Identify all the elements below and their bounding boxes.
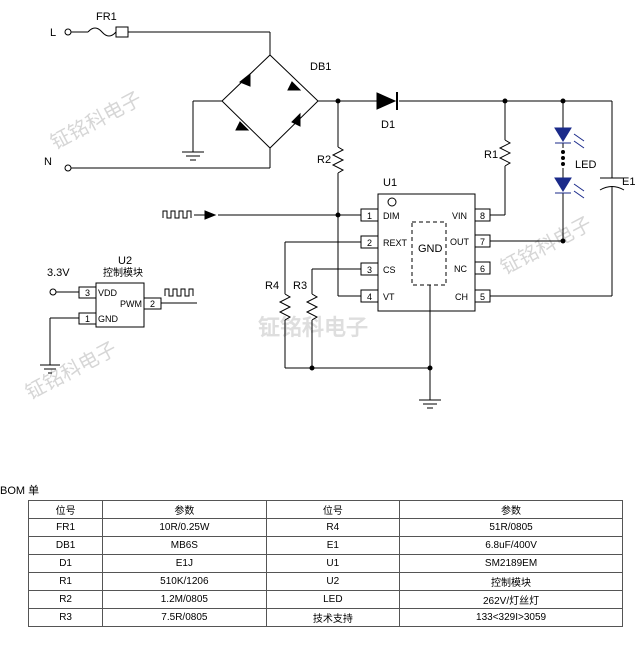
bom-title: BOM 单 xyxy=(0,485,40,497)
label-3v3: 3.3V xyxy=(47,267,70,279)
u2-pin1-num: 1 xyxy=(85,314,90,324)
bom-cell: MB6S xyxy=(102,536,267,555)
label-N: N xyxy=(44,156,52,168)
bom-cell: 10R/0.25W xyxy=(102,518,267,537)
bom-cell: FR1 xyxy=(27,518,104,537)
u1-pin-cs: CS xyxy=(383,265,396,275)
label-fr1: FR1 xyxy=(96,11,117,23)
u1-pin-dim: DIM xyxy=(383,211,400,221)
table-row: R3 7.5R/0805 技术支持 133<329I>3059 xyxy=(27,608,623,627)
led-1 xyxy=(554,127,572,142)
bom-cell: 262V/灯丝灯 xyxy=(399,590,623,609)
u1-pin-vin: VIN xyxy=(452,211,467,221)
led-2 xyxy=(554,177,572,192)
bom-cell: R3 xyxy=(27,608,104,627)
label-r3: R3 xyxy=(293,280,307,292)
watermark-3: 钲铭科电子 xyxy=(21,336,121,404)
table-row: R2 1.2M/0805 LED 262V/灯丝灯 xyxy=(27,590,623,609)
bom-cell: 133<329I>3059 xyxy=(399,608,623,627)
u2-pin-vdd: VDD xyxy=(98,288,118,298)
u2-pin-gnd: GND xyxy=(98,314,119,324)
bom-cell: R1 xyxy=(27,572,104,591)
fuse-fr1 xyxy=(87,27,117,37)
diode-d1 xyxy=(376,92,397,110)
bom-header-row: 位号 参数 位号 参数 xyxy=(27,500,623,519)
table-row: DB1 MB6S E1 6.8uF/400V xyxy=(27,536,623,555)
bom-cell: LED xyxy=(265,590,401,609)
bom-cell: D1 xyxy=(27,554,104,573)
bom-header-cell: 参数 xyxy=(102,500,267,519)
label-pwm: PWM xyxy=(120,299,142,309)
bom-cell: 6.8uF/400V xyxy=(399,536,623,555)
bom-cell: E1J xyxy=(102,554,267,573)
u2-pin3-num: 3 xyxy=(85,288,90,298)
bom-cell: 控制模块 xyxy=(399,572,623,591)
bom-cell: 技术支持 xyxy=(265,608,401,627)
watermark-1: 钲铭科电子 xyxy=(46,86,146,154)
bom-cell: U1 xyxy=(265,554,401,573)
label-r1: R1 xyxy=(484,149,498,161)
label-u1: U1 xyxy=(383,177,397,189)
bom-cell: R2 xyxy=(27,590,104,609)
u1-pin2-num: 2 xyxy=(367,238,372,248)
led-string xyxy=(554,127,585,199)
bom-cell: SM2189EM xyxy=(399,554,623,573)
bom-cell: 1.2M/0805 xyxy=(102,590,267,609)
u1-pin-out: OUT xyxy=(450,237,470,247)
table-row: FR1 10R/0.25W R4 51R/0805 xyxy=(27,518,623,537)
resistor-r1 xyxy=(498,139,512,167)
circuit-schematic: 钲铭科电子 钲铭科电子 钲铭科电子 钲铭科电子 xyxy=(21,11,635,409)
label-db1: DB1 xyxy=(310,61,331,73)
watermarks: 钲铭科电子 钲铭科电子 钲铭科电子 钲铭科电子 xyxy=(21,86,596,404)
resistor-r4 xyxy=(278,293,292,321)
label-u2-desc: 控制模块 xyxy=(103,266,143,279)
bom-header-cell: 位号 xyxy=(265,500,401,519)
bom-table: 位号 参数 位号 参数 FR1 10R/0.25W R4 51R/0805 DB… xyxy=(27,500,623,627)
u1-pin4-num: 4 xyxy=(367,292,372,302)
table-row: R1 510K/1206 U2 控制模块 xyxy=(27,572,623,591)
watermark-2: 钲铭科电子 xyxy=(496,211,596,279)
bom-cell: DB1 xyxy=(27,536,104,555)
bom-cell: 51R/0805 xyxy=(399,518,623,537)
label-L: L xyxy=(50,27,56,39)
ic-u1 xyxy=(377,193,476,312)
resistor-r2 xyxy=(331,146,345,174)
u1-pin6-num: 6 xyxy=(480,264,485,274)
resistor-r3 xyxy=(305,293,319,321)
bom-cell: 7.5R/0805 xyxy=(102,608,267,627)
label-u2: U2 xyxy=(118,255,132,267)
label-gnd-pad: GND xyxy=(418,243,443,255)
u1-pin5-num: 5 xyxy=(480,292,485,302)
u1-pin7-num: 7 xyxy=(480,237,485,247)
u1-pin3-num: 3 xyxy=(367,265,372,275)
bom-cell: E1 xyxy=(265,536,401,555)
u1-pin-ch: CH xyxy=(455,292,468,302)
bom-cell: 510K/1206 xyxy=(102,572,267,591)
bom-header-cell: 参数 xyxy=(399,500,623,519)
label-d1: D1 xyxy=(381,119,395,131)
u2-pin2-num: 2 xyxy=(150,299,155,309)
bom-header-cell: 位号 xyxy=(27,500,104,519)
u1-pin-rext: REXT xyxy=(383,238,408,248)
u1-pin-nc: NC xyxy=(454,264,467,274)
u1-pin-vt: VT xyxy=(383,292,395,302)
label-r4: R4 xyxy=(265,280,279,292)
label-r2: R2 xyxy=(317,154,331,166)
bom-cell: R4 xyxy=(265,518,401,537)
label-e1: E1 xyxy=(622,176,635,188)
bridge-db1 xyxy=(221,54,319,149)
u1-pin8-num: 8 xyxy=(480,211,485,221)
bom-cell: U2 xyxy=(265,572,401,591)
u1-pin1-num: 1 xyxy=(367,211,372,221)
table-row: D1 E1J U1 SM2189EM xyxy=(27,554,623,573)
label-led: LED xyxy=(575,159,596,171)
